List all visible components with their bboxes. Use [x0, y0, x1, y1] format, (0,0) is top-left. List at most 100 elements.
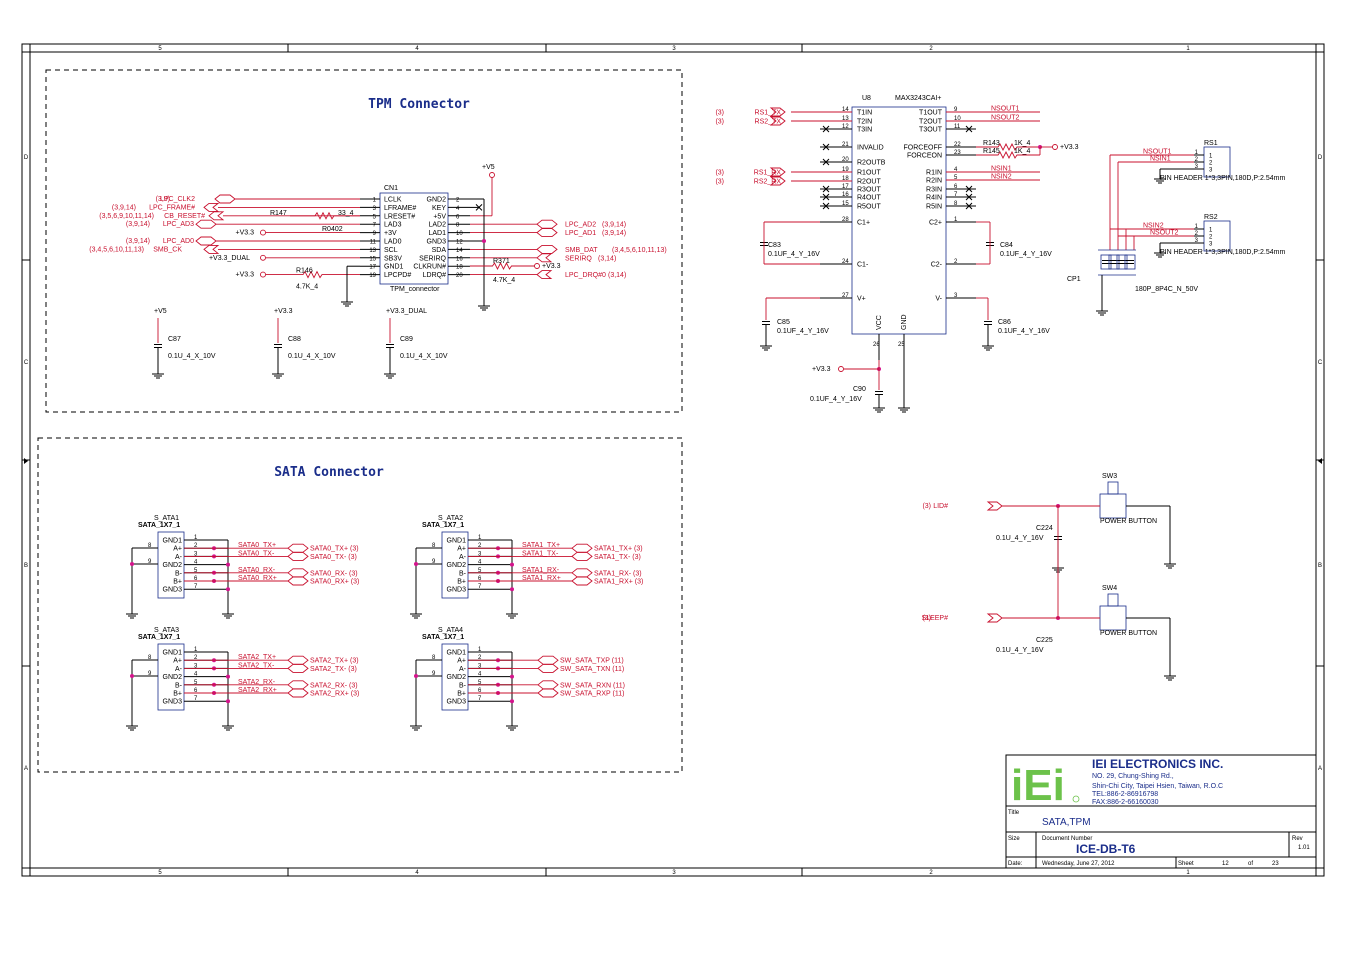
net-ref: (3,9,14) — [126, 238, 150, 245]
sata-pin-gnd3: GND3 — [447, 587, 467, 594]
sata-pin-number: 5 — [194, 568, 198, 574]
ruler-bottom-3: 3 — [672, 870, 676, 876]
sata-pin-number: 4 — [194, 560, 198, 566]
capacitor — [273, 344, 283, 348]
u8-pin-r4out: R4OUT — [857, 195, 881, 202]
sata-part: SATA_1X7_1 — [138, 634, 180, 641]
switch-label: POWER BUTTON — [1100, 518, 1157, 525]
switch-body — [1099, 493, 1127, 519]
sata-ref: S_ATA2 — [438, 515, 463, 522]
sheet-label: Sheet — [1178, 861, 1194, 867]
cn1-pin-lclk: LCLK — [384, 197, 402, 204]
u8-pin-forceoff: FORCEOFF — [904, 145, 943, 152]
offpage-port — [203, 202, 219, 212]
tpm-section-title: TPM Connector — [368, 97, 470, 112]
ruler-right-D: D — [1318, 155, 1323, 161]
net-right-2: SMB_DAT — [565, 247, 598, 254]
sata-signal-port — [537, 663, 559, 673]
sata-pin-number: 1 — [478, 647, 482, 653]
cn1-pin-sda: SDA — [432, 247, 447, 254]
cn1-pin-number: 10 — [456, 231, 463, 237]
u8-pin-number: 26 — [873, 342, 880, 348]
sata-section-box — [37, 437, 683, 773]
rs-net-0-2: NSIN1 — [1150, 156, 1171, 163]
document-number: ICE-DB-T6 — [1076, 842, 1136, 856]
sata-pin-gnd3: GND3 — [163, 699, 183, 706]
offpage-port — [987, 613, 1003, 623]
u8-pin-t1in: T1IN — [857, 110, 872, 117]
ruler-top-4: 4 — [415, 46, 419, 52]
net-lpc-ad3: LPC_AD3 — [163, 221, 194, 228]
ruler-bottom-1: 1 — [1186, 870, 1190, 876]
offpage-port — [208, 211, 224, 221]
u8-net-out-0: NSOUT1 — [991, 106, 1020, 113]
of-label: of — [1248, 861, 1253, 867]
junction-dot — [414, 674, 418, 678]
u8-pin-number: 8 — [954, 201, 958, 207]
cn1-pin-5v: +5V — [433, 213, 446, 220]
u8-pin-t2out: T2OUT — [919, 119, 943, 126]
bidirectional-port — [536, 219, 558, 229]
cn1-pin-ldrq: LDRQ# — [423, 272, 446, 279]
junction-dot — [510, 562, 514, 567]
net-right-3: SERIRQ — [565, 255, 592, 262]
cn1-pin-sb3v: SB3V — [384, 255, 402, 262]
net-lpc-clk2: LPC_CLK2 — [160, 196, 195, 203]
u8-pin-number: 3 — [954, 293, 958, 299]
ground-symbol — [981, 339, 995, 351]
ground-symbol — [383, 367, 397, 379]
sata-pin-b: B- — [459, 570, 467, 577]
u8-pin-number: 13 — [842, 116, 849, 122]
cp1-element — [1108, 254, 1120, 270]
u8-pin-v: V+ — [857, 296, 866, 303]
rail-port — [260, 271, 266, 278]
sata-signal-port — [287, 688, 309, 698]
c85-value: 0.1UF_4_Y_16V — [777, 328, 829, 335]
no-connect — [475, 204, 483, 211]
u8-pin-c2: C2+ — [929, 220, 942, 227]
no-connect — [822, 185, 830, 193]
company-tel: TEL:886-2-86916798 — [1092, 791, 1158, 798]
sata-pin-number: 4 — [478, 672, 482, 678]
u8-pin-r3in: R3IN — [926, 187, 942, 194]
ground-symbol — [271, 367, 285, 379]
ground-symbol — [477, 299, 491, 311]
u8-pin-number: 6 — [954, 184, 958, 190]
sata-pin-b: B- — [459, 682, 467, 689]
rs-net-1-2: NSOUT2 — [1150, 230, 1179, 237]
title-label: Title — [1008, 810, 1020, 816]
net-cb-reset: CB_RESET# — [164, 213, 205, 220]
rev-label: Rev — [1292, 836, 1303, 842]
rs-pin-number: 1 — [1209, 154, 1213, 160]
u8-net-out-2: NSIN1 — [991, 166, 1012, 173]
net-ref: (3,14) — [598, 255, 616, 262]
no-connect — [965, 125, 973, 133]
sata-pin-number: 3 — [478, 663, 482, 669]
bidirectional-port — [214, 194, 236, 204]
sata-pin-a: A- — [175, 554, 183, 561]
sata-pin-number: 8 — [432, 655, 436, 661]
cn1-pin-gnd1: GND1 — [384, 264, 404, 271]
offpage-port — [536, 253, 552, 263]
u8-pin-t3in: T3IN — [857, 127, 872, 134]
u8-pin-invalid: INVALID — [857, 145, 884, 152]
sata-net: SATA1_RX- — [522, 567, 560, 574]
net-ref: (3) — [715, 170, 724, 177]
ruler-bottom-4: 4 — [415, 870, 419, 876]
cp1-ref: CP1 — [1067, 276, 1081, 283]
rs-net-1-1: NSIN2 — [1143, 223, 1164, 230]
rail-v5: +V5 — [482, 164, 495, 171]
net-ref: (3) — [715, 179, 724, 186]
size-label: Size — [1008, 836, 1020, 842]
rail-port — [534, 263, 540, 269]
rs-net-0-1: NSOUT1 — [1143, 149, 1172, 156]
switch-cap-value: 0.1U_4_Y_16V — [996, 647, 1044, 654]
cn1-pin-lad3: LAD3 — [384, 222, 402, 229]
r143-value: 1K_4 — [1014, 140, 1030, 147]
ground-symbol — [759, 339, 773, 351]
c83-ref: C83 — [768, 242, 781, 249]
ruler-top-1: 1 — [1186, 46, 1190, 52]
net-right-4: LPC_DRQ#0 — [565, 272, 606, 279]
